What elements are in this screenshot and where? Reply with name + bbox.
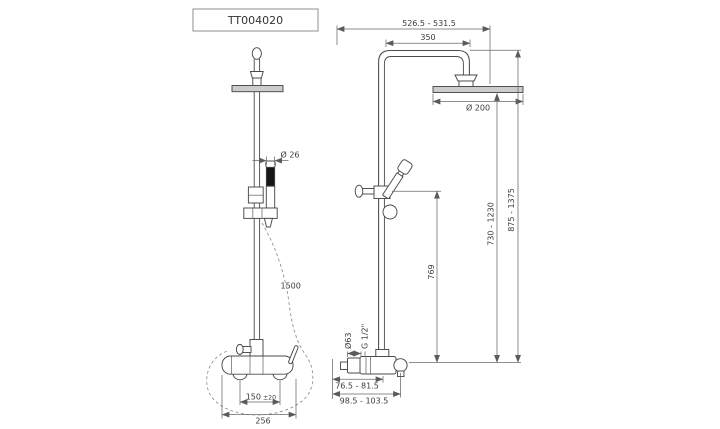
hose-ball-joint [393,358,408,373]
wall-stub-front [340,361,348,370]
mixer-body-front [359,356,397,375]
dim-outlet-height: 769 [427,264,436,279]
dim-wall-to-riser: 76.5 - 81.5 [335,382,379,391]
head-connector-front [454,74,478,82]
shower-head-front [432,86,524,93]
diverter-stub-front [361,188,375,195]
arm-joint-side [251,47,262,60]
dim-wall-to-hose-outlet: 98.5 - 103.5 [340,397,389,406]
dim-inlet-spacing-tolerance: ±20 [263,394,276,401]
head-stem-front [458,80,474,87]
dim-riser-height-range: 730 - 1230 [486,202,495,246]
mixer-body-side [221,355,294,375]
dim-hand-shower-diameter: Ø 26 [281,149,300,159]
side-view: Ø 26 1500 150 ±20 256 [206,47,314,426]
riser-ball-joint [382,204,398,220]
diverter-knob-front [354,184,364,198]
title-box: TT004020 [192,8,319,32]
title-box-frame [192,8,319,32]
hose-dashed-curve [206,222,314,416]
hand-shower-holder-side [243,207,278,219]
diverter-knob-side [235,343,244,355]
hand-shower-cap-side [265,160,276,168]
dim-arm-projection: 350 [420,33,435,42]
mixer-handle-side [288,345,299,365]
hand-shower-body-side [265,185,276,209]
dim-reach-range: 526.5 - 531.5 [402,19,456,28]
shower-head-side [231,85,284,93]
valve-tee-side [249,339,264,358]
dim-connection-thread: G 1/2" [361,324,370,349]
dim-hose-length: 1500 [281,282,301,291]
hand-shower-front [382,159,413,200]
dim-inlet-spacing: 150 [246,392,261,401]
head-stem-side [252,77,262,87]
hand-shower-grip-side [265,166,276,187]
riser-arm-inner [383,56,464,361]
riser-arm-outer [378,49,470,362]
hand-shower-outlet-side [263,217,274,228]
head-connector-side [249,71,264,79]
dim-total-height-range: 875 - 1375 [507,188,516,232]
front-view: 526.5 - 531.5 350 Ø 200 Ø63 G 1/2" 76.5 … [332,19,524,406]
mixer-body-front-lines [365,357,371,374]
dim-valve-width: 256 [255,417,270,426]
dim-flange-diameter: Ø63 [343,333,353,349]
wall-flange-front [347,357,362,374]
dim-head-diameter: Ø 200 [466,103,490,113]
model-number-label: TT004020 [227,14,283,27]
mixer-body-lines [231,356,264,374]
holder-detail-lines [252,208,263,219]
